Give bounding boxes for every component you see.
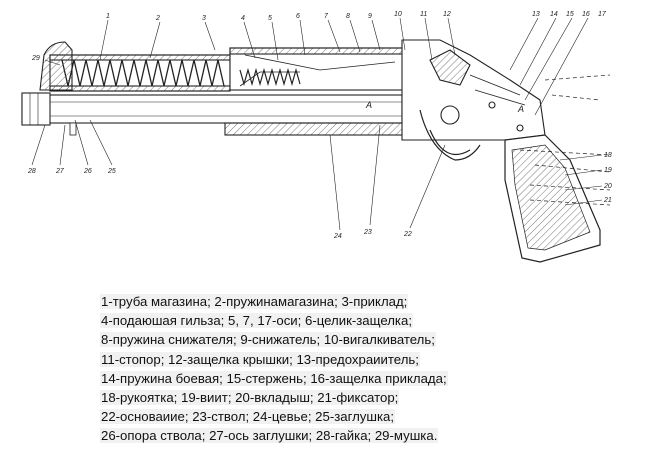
callout-20: 20 bbox=[603, 183, 612, 190]
callout-25: 25 bbox=[107, 168, 116, 175]
callout-21: 21 bbox=[603, 197, 612, 204]
receiver bbox=[401, 39, 546, 161]
callout-12: 12 bbox=[443, 11, 451, 18]
callout-16: 16 bbox=[582, 11, 590, 18]
technical-drawing: 1 2 3 4 5 6 7 8 9 10 11 12 13 14 15 16 1… bbox=[21, 11, 612, 263]
upper-spring bbox=[239, 67, 301, 87]
callout-14: 14 bbox=[550, 11, 558, 18]
legend-line: 4-подаюшая гильза; 5, 7, 17-оси; 6-целик… bbox=[100, 313, 413, 329]
callout-5: 5 bbox=[268, 15, 272, 22]
legend-line: 18-рукоятка; 19-виит; 20-вкладыш; 21-фик… bbox=[100, 389, 400, 405]
front-sight bbox=[39, 41, 73, 91]
legend-line: 14-пружина боевая; 15-стержень; 16-защел… bbox=[100, 370, 448, 386]
callout-6: 6 bbox=[296, 13, 300, 20]
callout-18: 18 bbox=[604, 152, 612, 159]
callout-8: 8 bbox=[346, 13, 350, 20]
section-mark-a: А bbox=[365, 100, 372, 110]
legend-line: 11-стопор; 12-защелка крышки; 13-предохр… bbox=[100, 351, 420, 367]
parts-legend: 1-труба магазина; 2-пружинамагазина; 3-п… bbox=[100, 292, 550, 446]
legend-line: 8-пружина снижателя; 9-снижатель; 10-виг… bbox=[100, 332, 436, 348]
callout-17: 17 bbox=[598, 11, 607, 18]
forend bbox=[224, 122, 406, 136]
callout-19: 19 bbox=[604, 167, 612, 174]
section-mark-a-2: А bbox=[517, 104, 524, 114]
callout-28: 28 bbox=[27, 168, 36, 175]
callout-13: 13 bbox=[532, 11, 540, 18]
callout-7: 7 bbox=[324, 13, 329, 20]
callout-11: 11 bbox=[420, 11, 427, 18]
legend-line: 26-опора ствола; 27-ось заглушки; 28-гай… bbox=[100, 428, 439, 444]
magazine-spring bbox=[61, 59, 225, 87]
callout-10: 10 bbox=[394, 11, 402, 18]
callout-27: 27 bbox=[55, 168, 65, 175]
callout-1: 1 bbox=[106, 13, 110, 20]
callout-4: 4 bbox=[241, 15, 245, 22]
barrel bbox=[21, 92, 403, 126]
callout-26: 26 bbox=[83, 168, 92, 175]
callout-9: 9 bbox=[368, 13, 372, 20]
callout-29: 29 bbox=[31, 55, 40, 62]
callout-15: 15 bbox=[566, 11, 574, 18]
callout-23: 23 bbox=[363, 229, 372, 236]
callout-22: 22 bbox=[403, 231, 412, 238]
callout-24: 24 bbox=[333, 233, 342, 240]
callout-3: 3 bbox=[202, 15, 206, 22]
legend-line: 1-труба магазина; 2-пружинамагазина; 3-п… bbox=[100, 294, 409, 309]
legend-line: 22-основаиие; 23-ствол; 24-цевье; 25-заг… bbox=[100, 409, 396, 425]
callout-2: 2 bbox=[155, 15, 160, 22]
